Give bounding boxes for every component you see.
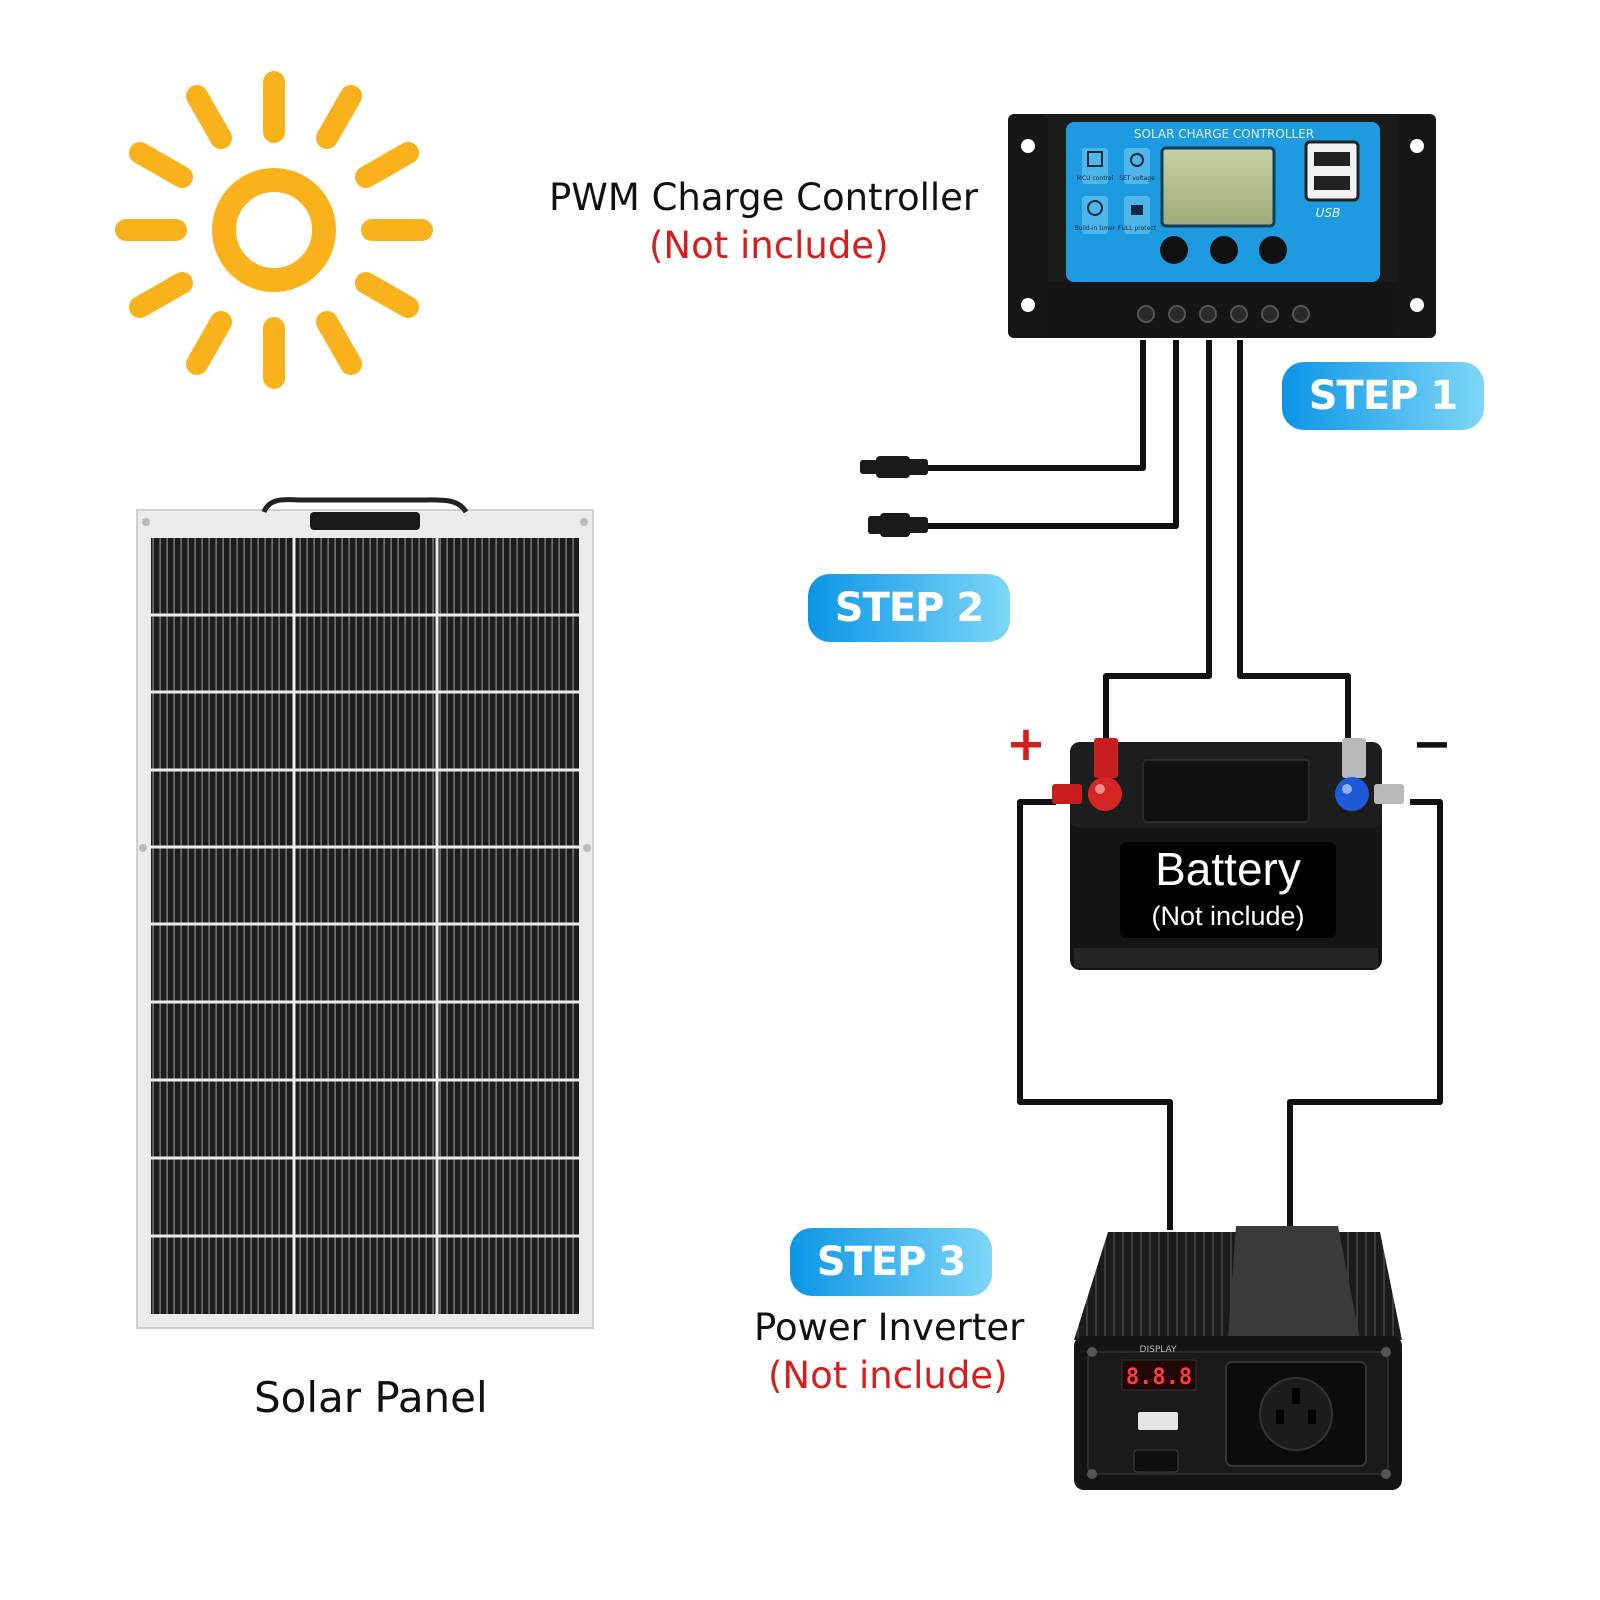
mcu-label: MCU control: [1077, 175, 1114, 182]
sun-icon: [115, 71, 433, 389]
timer-label: Build-in timer: [1075, 225, 1116, 232]
wiring: [926, 340, 1443, 1230]
step-1-badge: STEP 1: [1282, 362, 1484, 430]
full-protect-label: FULL protect: [1118, 225, 1157, 232]
battery-image: Battery (Not include) + −: [1006, 716, 1452, 970]
battery-positive-wire: [1103, 340, 1212, 742]
solar-panel-image: [136, 497, 594, 1329]
mc4-connectors: [860, 456, 928, 537]
plus-sign: +: [1006, 716, 1046, 772]
controller-button-up: [1210, 236, 1238, 264]
inverter-usb-port: [1138, 1412, 1178, 1430]
inverter-title: Power Inverter: [754, 1306, 1025, 1349]
battery-note: (Not include): [1151, 901, 1304, 931]
negative-terminal: [1335, 738, 1404, 811]
set-voltage-label: SET voltage: [1119, 175, 1155, 182]
step-3-badge: STEP 3: [790, 1228, 992, 1296]
positive-terminal: [1052, 738, 1122, 811]
pv-positive-wire: [926, 340, 1146, 471]
inverter-negative-wire: [1287, 799, 1443, 1230]
inverter-positive-wire: [1017, 799, 1173, 1230]
usb-ports: USB: [1304, 140, 1360, 220]
pv-negative-wire: [926, 340, 1179, 529]
controller-button-down: [1259, 236, 1287, 264]
junction-box: [310, 512, 420, 530]
inverter-power-switch: [1133, 1449, 1179, 1473]
usb-mark: USB: [1316, 206, 1341, 220]
controller-icons: MCU control SET voltage Build-in timer F…: [1075, 148, 1157, 234]
battery-title: Battery: [1155, 843, 1301, 895]
charge-controller-image: SOLAR CHARGE CONTROLLER MCU control SET …: [1008, 114, 1436, 338]
terminal-screws: [1137, 305, 1310, 323]
inverter-display-value: 8.8.8: [1126, 1365, 1192, 1390]
battery-negative-wire: [1237, 340, 1351, 742]
minus-sign: −: [1412, 716, 1452, 772]
inverter-not-included-note: (Not include): [768, 1354, 1008, 1397]
controller-button-menu: [1160, 236, 1188, 264]
controller-not-included-note: (Not include): [649, 224, 889, 267]
inverter-display-label: DISPLAY: [1140, 1345, 1177, 1355]
step-2-badge: STEP 2: [808, 574, 1010, 642]
controller-header-text: SOLAR CHARGE CONTROLLER: [1134, 127, 1314, 141]
solar-panel-title: Solar Panel: [254, 1373, 488, 1422]
controller-title: PWM Charge Controller: [549, 176, 979, 219]
power-inverter-image: DISPLAY 8.8.8: [1074, 1226, 1402, 1490]
lcd-screen: [1160, 146, 1276, 228]
